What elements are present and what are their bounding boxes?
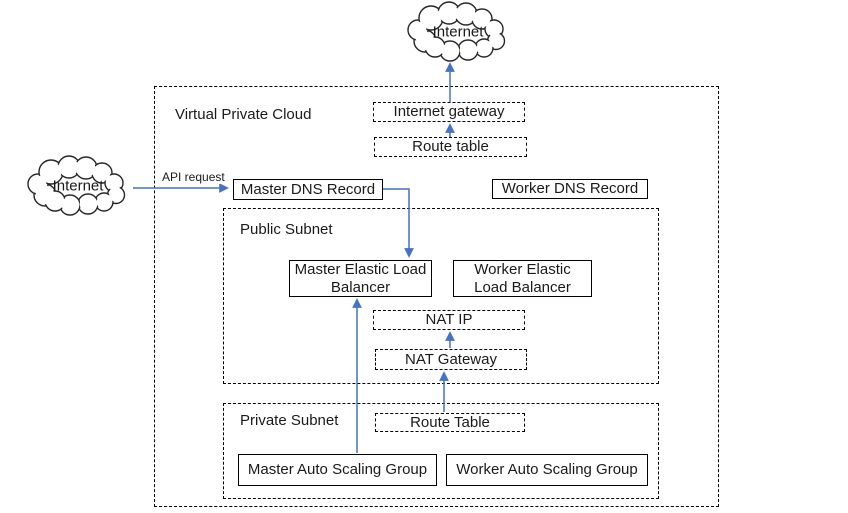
node-worker-asg: Worker Auto Scaling Group	[446, 454, 648, 486]
node-worker-dns-record: Worker DNS Record	[492, 179, 648, 199]
vpc-boundary	[154, 86, 719, 507]
internet-cloud-top-label: Internet	[433, 24, 485, 41]
internet-cloud-left-label: Internet	[53, 178, 105, 195]
public-subnet-boundary	[223, 208, 659, 384]
node-route-table-private: Route Table	[375, 413, 525, 432]
vpc-label: Virtual Private Cloud	[175, 106, 312, 123]
node-master-dns-record: Master DNS Record	[233, 179, 383, 200]
node-nat-ip: NAT IP	[373, 310, 525, 330]
node-internet-gateway: Internet gateway	[373, 102, 525, 122]
node-master-elb: Master Elastic Load Balancer	[289, 260, 432, 297]
api-request-label: API request	[162, 170, 225, 184]
node-route-table-vpc: Route table	[374, 137, 527, 157]
private-subnet-label: Private Subnet	[240, 412, 339, 429]
public-subnet-label: Public Subnet	[240, 221, 333, 238]
node-nat-gateway: NAT Gateway	[375, 349, 527, 370]
arrow-master-dns-to-master-elb	[383, 188, 414, 258]
node-master-asg: Master Auto Scaling Group	[238, 454, 437, 486]
private-subnet-boundary	[223, 403, 659, 499]
node-worker-elb: Worker Elastic Load Balancer	[453, 260, 592, 297]
